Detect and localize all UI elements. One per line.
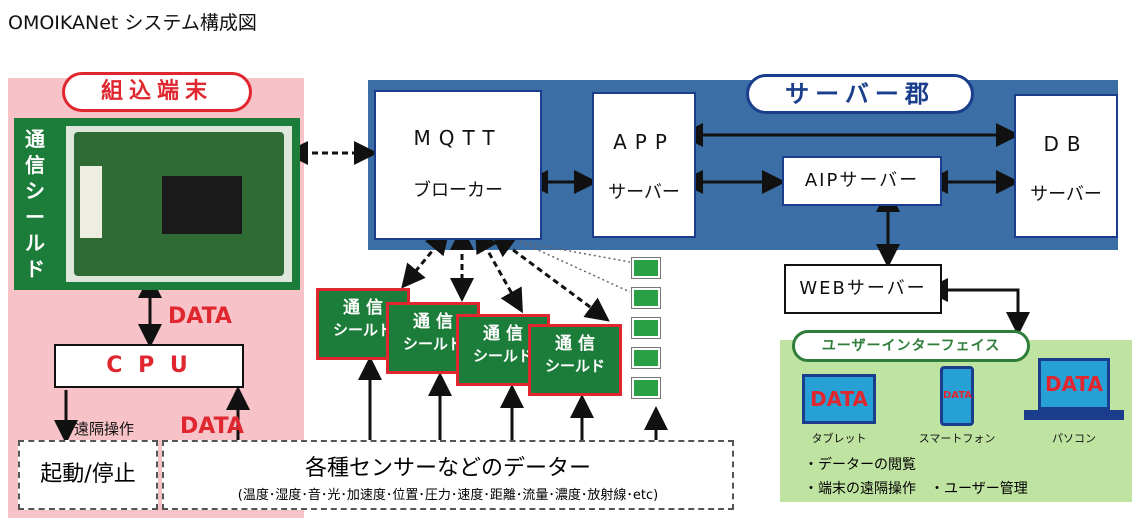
remote-shield-title: 通 信	[555, 334, 595, 354]
ui-feature-control: ・端末の遠隔操作 ・ユーザー管理	[804, 481, 1028, 497]
sensor-data-examples: (温度･湿度･音･光･加速度･位置･圧力･速度･距離･流量･濃度･放射線･etc…	[237, 488, 659, 503]
mini-shield	[631, 377, 661, 399]
db-title: DB	[1043, 132, 1089, 156]
aip-server-box: AIPサーバー	[782, 156, 942, 206]
pc-keyboard-icon	[1024, 410, 1124, 420]
remote-shield-subtitle: シールド	[544, 357, 605, 375]
app-server-box: APP サーバー	[592, 92, 696, 238]
remote-shield-title: 通 信	[483, 324, 523, 344]
shield-board-photo	[66, 126, 292, 282]
cpu-box: C P U	[54, 344, 244, 388]
db-subtitle: サーバー	[1030, 184, 1102, 205]
smartphone-caption: スマートフォン	[918, 432, 996, 445]
mini-shield	[631, 257, 661, 279]
remote-shield-subtitle: シールド	[332, 321, 393, 339]
pc-caption: パソコン	[1052, 432, 1096, 445]
data-label-lower: DATA	[180, 414, 244, 439]
mini-shield	[631, 347, 661, 369]
remote-shield-subtitle: シールド	[402, 335, 463, 353]
remote-op-label: 遠隔操作	[74, 420, 135, 438]
smartphone-icon: DATA	[940, 366, 974, 426]
pc-icon: DATA	[1038, 358, 1110, 410]
tablet-caption: タブレット	[811, 432, 867, 445]
app-title: APP	[613, 130, 675, 154]
db-server-box: DB サーバー	[1014, 94, 1118, 238]
mqtt-subtitle: ブローカー	[413, 180, 503, 201]
tablet-icon: DATA	[802, 374, 876, 424]
shield-board-frame: 通信シールド	[14, 118, 300, 290]
start-stop-box: 起動/停止	[18, 440, 158, 510]
app-subtitle: サーバー	[608, 182, 680, 203]
mqtt-more-link-2	[524, 243, 631, 293]
mini-shield	[631, 317, 661, 339]
mqtt-shield1-link	[401, 230, 450, 289]
sensor-data-title: 各種センサーなどのデーター	[304, 456, 591, 481]
connector-icon	[80, 166, 102, 238]
ui-label: ユーザーインターフェイス	[792, 330, 1030, 362]
mqtt-broker-box: MQTT ブローカー	[374, 90, 542, 240]
remote-shield-title: 通 信	[343, 298, 383, 318]
web-ui-link	[924, 278, 1030, 336]
sensor-data-box: 各種センサーなどのデーター (温度･湿度･音･光･加速度･位置･圧力･速度･距離…	[162, 440, 734, 510]
remote-shield-subtitle: シールド	[472, 347, 533, 365]
ui-feature-view: ・データーの閲覧	[804, 457, 916, 473]
remote-shield-title: 通 信	[413, 312, 453, 332]
mqtt-title: MQTT	[413, 126, 503, 150]
mqtt-shield4-link	[490, 233, 610, 322]
shield-vertical-label: 通信シールド	[25, 127, 45, 281]
mqtt-shield3-link	[475, 228, 523, 314]
mini-shield	[631, 287, 661, 309]
data-label-upper: DATA	[168, 304, 232, 329]
chip-icon	[162, 176, 242, 234]
embedded-label: 組込端末	[62, 72, 252, 112]
page-title: OMOIKANet システム構成図	[8, 12, 257, 34]
remote-shield: 通 信 シールド	[528, 324, 622, 396]
web-server-box: WEBサーバー	[784, 264, 942, 314]
mqtt-more-link-1	[519, 241, 631, 263]
server-group-label: サーバー郡	[746, 74, 974, 114]
